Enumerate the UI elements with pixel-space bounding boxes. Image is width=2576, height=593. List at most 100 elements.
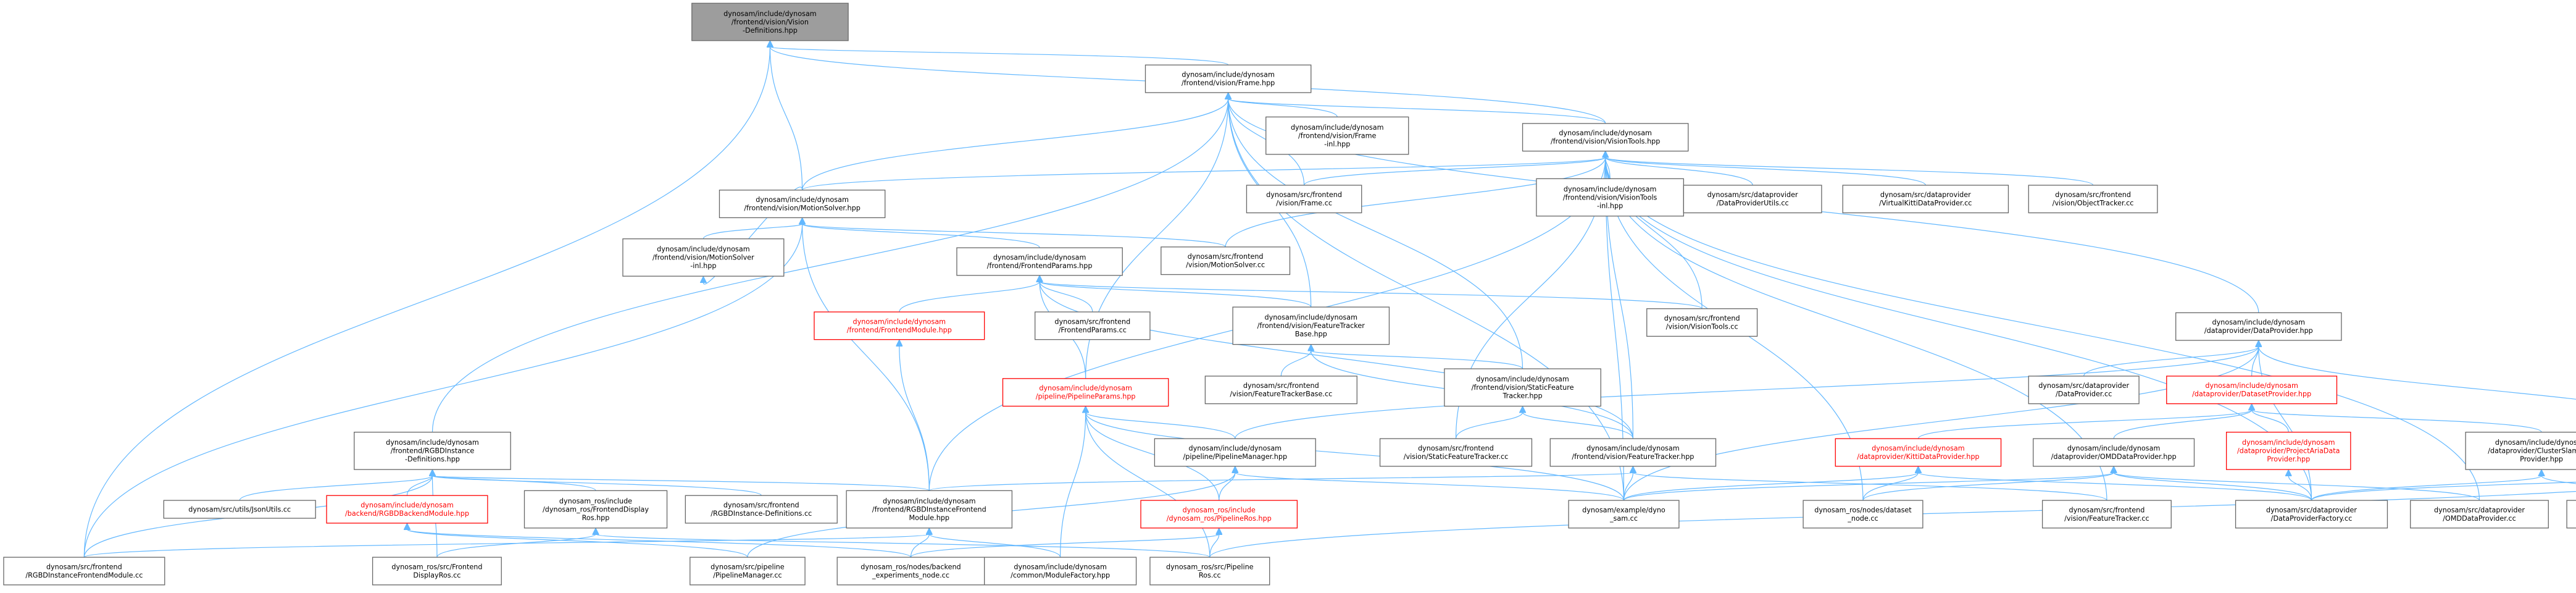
node-label-line: /DataProviderFactory.cc bbox=[2271, 515, 2353, 523]
node-label-line: dynosam/src/dataprovider bbox=[2266, 506, 2357, 514]
node-example[interactable]: dynosam/example/dyno_sam.cc bbox=[1568, 500, 1680, 529]
node-vkitti[interactable]: dynosam/src/dataprovider/VirtualKittiDat… bbox=[1842, 185, 2009, 214]
node-root[interactable]: dynosam/include/dynosam/frontend/vision/… bbox=[691, 2, 849, 41]
node-clusterslam[interactable]: dynosam/include/dynosam/dataprovider/Clu… bbox=[2465, 431, 2576, 470]
node-label-line: /common/ModuleFactory.hpp bbox=[1011, 571, 1110, 579]
edge-pipelineros_cc-to-dpfactory bbox=[1209, 490, 2576, 558]
edge-motionsolver_inl-to-motionsolver bbox=[702, 224, 802, 239]
node-label-line: /frontend/vision/Frame.hpp bbox=[1182, 79, 1275, 87]
node-label-line: /pipeline/PipelineManager.hpp bbox=[1183, 453, 1288, 461]
edge-rgbd_defs_cc-to-rgbd_defs bbox=[432, 476, 762, 496]
node-frontendparams-cc[interactable]: dynosam/src/frontend/FrontendParams.cc bbox=[1035, 311, 1151, 340]
node-datasetprovider[interactable]: dynosam/include/dynosam/dataprovider/Dat… bbox=[2166, 376, 2338, 405]
node-rgbd-defs[interactable]: dynosam/include/dynosam/frontend/RGBDIns… bbox=[354, 431, 511, 470]
file-nodes: dynosam/include/dynosam/frontend/vision/… bbox=[3, 2, 2576, 586]
node-backendnode[interactable]: dynosam_ros/nodes/backend_experiments_no… bbox=[836, 557, 985, 586]
node-pipelineros[interactable]: dynosam_ros/include/dynosam_ros/Pipeline… bbox=[1140, 500, 1298, 529]
node-motionsolver-cc[interactable]: dynosam/src/frontend/vision/MotionSolver… bbox=[1161, 246, 1291, 275]
node-ftbase[interactable]: dynosam/include/dynosam/frontend/vision/… bbox=[1232, 306, 1390, 345]
node-label-line: /RGBDInstance-Definitions.cc bbox=[711, 510, 812, 518]
node-frame-inl[interactable]: dynosam/include/dynosam/frontend/vision/… bbox=[1265, 116, 1409, 155]
node-rgbdbackend[interactable]: dynosam/include/dynosam/backend/RGBDBack… bbox=[326, 495, 488, 524]
node-label-line: /frontend/vision/VisionTools.hpp bbox=[1551, 138, 1660, 146]
edge-kitti-to-datasetprovider bbox=[1917, 410, 2251, 439]
node-visiontools[interactable]: dynosam/include/dynosam/frontend/vision/… bbox=[1522, 123, 1689, 152]
node-label-line: /frontend/vision/VisionTools bbox=[1563, 193, 1657, 201]
node-visiontools-cc[interactable]: dynosam/src/frontend/vision/VisionTools.… bbox=[1646, 308, 1758, 337]
edge-example-to-frame bbox=[1228, 99, 1625, 501]
node-omd-cc[interactable]: dynosam/src/dataprovider/OMDDataProvider… bbox=[2410, 500, 2549, 529]
edge-staticft-to-ftbase bbox=[1311, 351, 1524, 369]
node-label-line: dynosam/src/dataprovider bbox=[2434, 506, 2525, 514]
node-ft-cc[interactable]: dynosam/src/frontend/vision/FeatureTrack… bbox=[2041, 500, 2172, 529]
node-box bbox=[354, 431, 511, 470]
node-pipelineros-cc[interactable]: dynosam_ros/src/PipelineRos.cc bbox=[1149, 557, 1270, 586]
edge-example-to-pipelinemanager bbox=[1235, 473, 1625, 501]
edge-motionsolver-to-frame bbox=[801, 99, 1228, 190]
node-motionsolver[interactable]: dynosam/include/dynosam/frontend/vision/… bbox=[719, 190, 886, 219]
node-staticft[interactable]: dynosam/include/dynosam/frontend/vision/… bbox=[1444, 368, 1601, 407]
node-motionsolver-inl[interactable]: dynosam/include/dynosam/frontend/vision/… bbox=[622, 238, 785, 277]
node-staticft-cc[interactable]: dynosam/src/frontend/vision/StaticFeatur… bbox=[1379, 438, 1533, 467]
node-box bbox=[2166, 376, 2338, 405]
node-box bbox=[2566, 500, 2576, 529]
node-label-line: /FrontendParams.cc bbox=[1059, 326, 1127, 334]
node-label-line: dynosam/include/dynosam bbox=[883, 497, 976, 505]
node-ftbase-cc[interactable]: dynosam/src/frontend/vision/FeatureTrack… bbox=[1204, 376, 1357, 405]
node-dataprovider-cc[interactable]: dynosam/src/dataprovider/DataProvider.cc bbox=[2028, 376, 2140, 405]
node-clusterslam-cc[interactable]: dynosam/src/dataprovider/ClusterSlamData… bbox=[2566, 500, 2576, 529]
node-box bbox=[1149, 557, 1270, 586]
node-label-line: /frontend/vision/MotionSolver bbox=[652, 254, 754, 262]
node-box bbox=[1204, 376, 1357, 405]
node-visiontools-inl[interactable]: dynosam/include/dynosam/frontend/vision/… bbox=[1536, 178, 1685, 217]
edge-clusterslam-to-datasetprovider bbox=[2252, 410, 2542, 433]
node-label-line: /RGBDInstanceFrontendModule.cc bbox=[25, 571, 143, 579]
node-label-line: /DataProviderUtils.cc bbox=[1717, 200, 1789, 208]
node-pipelineparams[interactable]: dynosam/include/dynosam/pipeline/Pipelin… bbox=[1002, 378, 1169, 407]
node-pipelinemanager-cc[interactable]: dynosam/src/pipeline/PipelineManager.cc bbox=[690, 557, 806, 586]
node-label-line: /VirtualKittiDataProvider.cc bbox=[1879, 200, 1972, 208]
edge-example-to-visiontools bbox=[1606, 158, 1625, 501]
node-box bbox=[3, 557, 165, 586]
node-box bbox=[1246, 185, 1362, 214]
node-omd[interactable]: dynosam/include/dynosam/dataprovider/OMD… bbox=[2033, 438, 2195, 467]
node-box bbox=[1536, 178, 1685, 217]
node-label-line: /frontend/vision/Frame bbox=[1298, 132, 1377, 140]
node-label-line: /dataprovider/ClusterSlamData bbox=[2488, 447, 2576, 455]
node-label-line: dynosam/include/dynosam bbox=[2067, 444, 2161, 452]
node-label-line: dynosam/include/dynosam bbox=[1476, 376, 1569, 384]
node-dp-utils[interactable]: dynosam/src/dataprovider/DataProviderUti… bbox=[1683, 185, 1822, 214]
node-dataprovider[interactable]: dynosam/include/dynosam/dataprovider/Dat… bbox=[2175, 312, 2342, 341]
node-dpfactory-cc[interactable]: dynosam/src/dataprovider/DataProviderFac… bbox=[2235, 500, 2388, 529]
node-modulefactory[interactable]: dynosam/include/dynosam/common/ModuleFac… bbox=[984, 557, 1137, 586]
node-label-line: Ros.cc bbox=[1199, 571, 1221, 579]
node-frame-cc[interactable]: dynosam/src/frontend/vision/Frame.cc bbox=[1246, 185, 1362, 214]
node-featuretracker[interactable]: dynosam/include/dynosam/frontend/vision/… bbox=[1549, 438, 1717, 467]
node-box bbox=[2410, 500, 2549, 529]
node-box bbox=[1379, 438, 1533, 467]
node-frontendparams[interactable]: dynosam/include/dynosam/frontend/Fronten… bbox=[956, 247, 1123, 276]
edge-example-to-featuretracker bbox=[1623, 473, 1633, 501]
node-label-line: dynosam/src/frontend bbox=[1664, 314, 1740, 322]
node-kitti[interactable]: dynosam/include/dynosam/dataprovider/Kit… bbox=[1835, 438, 2002, 467]
node-rgbd-defs-cc[interactable]: dynosam/src/frontend/RGBDInstance-Defini… bbox=[685, 495, 838, 524]
node-rgbdfrontend[interactable]: dynosam/include/dynosam/frontend/RGBDIns… bbox=[846, 490, 1013, 529]
edge-objtracker-to-visiontools bbox=[1606, 158, 2094, 186]
node-displayros[interactable]: dynosam_ros/include/dynosam_ros/Frontend… bbox=[523, 490, 668, 529]
node-rgbdfrontend-cc[interactable]: dynosam/src/frontend/RGBDInstanceFronten… bbox=[3, 557, 165, 586]
node-objtracker[interactable]: dynosam/src/frontend/vision/ObjectTracke… bbox=[2028, 185, 2158, 214]
node-box bbox=[1683, 185, 1822, 214]
node-projectaria[interactable]: dynosam/include/dynosam/dataprovider/Pro… bbox=[2226, 431, 2351, 470]
node-label-line: /vision/Frame.cc bbox=[1276, 200, 1332, 208]
node-pipelinemanager[interactable]: dynosam/include/dynosam/pipeline/Pipelin… bbox=[1154, 438, 1316, 467]
node-box bbox=[1035, 311, 1151, 340]
node-datasetnode[interactable]: dynosam_ros/nodes/dataset_node.cc bbox=[1803, 500, 1924, 529]
node-label-line: dynosam/include/dynosam bbox=[2242, 439, 2335, 447]
node-jsonutils[interactable]: dynosam/src/utils/JsonUtils.cc bbox=[163, 500, 316, 519]
node-box bbox=[1154, 438, 1316, 467]
node-frontendmodule[interactable]: dynosam/include/dynosam/frontend/Fronten… bbox=[814, 311, 985, 340]
edge-rgbdbackend-to-rgbd_defs bbox=[406, 476, 432, 496]
node-label-line: Ros.hpp bbox=[582, 514, 610, 522]
node-frame[interactable]: dynosam/include/dynosam/frontend/vision/… bbox=[1144, 64, 1312, 93]
